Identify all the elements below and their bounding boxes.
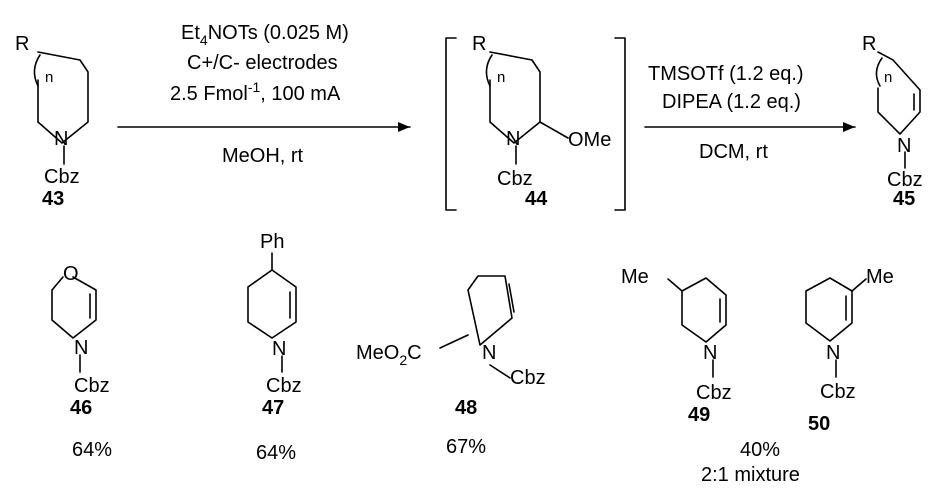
c-ome-bond-44 xyxy=(539,121,569,139)
compound-label-49: 49 xyxy=(688,404,710,426)
compound-49: Me N Cbz 49 xyxy=(621,266,732,426)
compound-48: MeO2C N Cbz 48 67% xyxy=(356,275,546,458)
cbz-49: Cbz xyxy=(696,382,732,404)
n-cbz-bond-48 xyxy=(489,364,511,379)
methyl-50: Me xyxy=(866,266,894,288)
n-subscript-43: n xyxy=(45,69,53,86)
left-square-bracket xyxy=(445,37,457,211)
ring-46 xyxy=(51,276,97,339)
compound-label-48: 48 xyxy=(455,397,477,419)
ring-45 xyxy=(877,51,921,135)
ring-50 xyxy=(805,277,853,342)
condition-dipea: DIPEA (1.2 eq.) xyxy=(662,91,801,113)
yield-46: 64% xyxy=(72,439,112,461)
n-subscript-44: n xyxy=(497,69,505,86)
yield-49-50: 40% xyxy=(740,439,780,461)
methyl-bond-49 xyxy=(667,278,683,292)
cbz-50: Cbz xyxy=(820,381,856,403)
compound-46: O N Cbz 46 64% xyxy=(51,263,112,461)
r-group-45: R xyxy=(862,33,876,55)
mixture-ratio: 2:1 mixture xyxy=(701,464,800,486)
phenyl-47: Ph xyxy=(260,231,284,253)
methoxy-44: OMe xyxy=(568,129,611,151)
cbz-48: Cbz xyxy=(510,367,546,389)
methyl-ester-48: MeO2C xyxy=(356,342,422,368)
nitrogen-45: N xyxy=(897,135,911,157)
cbz-45: Cbz xyxy=(887,169,923,191)
right-square-bracket xyxy=(614,37,626,211)
condition-solvent-2: DCM, rt xyxy=(699,141,768,163)
r-group-44: R xyxy=(472,33,486,55)
nitrogen-49: N xyxy=(703,342,717,364)
oxygen-46: O xyxy=(63,263,79,285)
compound-label-45: 45 xyxy=(893,188,915,210)
cbz-47: Cbz xyxy=(266,375,302,397)
compound-label-50: 50 xyxy=(808,413,830,435)
compound-43: R n N Cbz 43 xyxy=(15,33,89,210)
compound-label-43: 43 xyxy=(42,188,64,210)
bracket-43 xyxy=(33,54,41,87)
compound-47: Ph N Cbz 47 64% xyxy=(247,231,302,464)
compound-label-46: 46 xyxy=(70,397,92,419)
ring-48 xyxy=(467,275,513,346)
nitrogen-48: N xyxy=(482,342,496,364)
ester-bond-48 xyxy=(439,334,469,349)
methyl-bond-50 xyxy=(851,278,867,292)
compound-label-47: 47 xyxy=(262,397,284,419)
compound-label-44: 44 xyxy=(525,188,548,210)
condition-tmsotf: TMSOTf (1.2 eq.) xyxy=(648,63,804,85)
reaction-arrow-2 xyxy=(644,122,856,132)
cbz-44: Cbz xyxy=(497,168,533,190)
condition-current: 2.5 Fmol-1, 100 mA xyxy=(170,79,341,105)
nitrogen-43: N xyxy=(54,128,68,150)
nitrogen-44: N xyxy=(506,128,520,150)
cbz-43: Cbz xyxy=(44,166,80,188)
yield-48: 67% xyxy=(446,436,486,458)
condition-solvent-1: MeOH, rt xyxy=(222,145,304,167)
reaction-arrow-1 xyxy=(117,122,411,132)
n-subscript-45: n xyxy=(884,69,892,86)
methyl-49: Me xyxy=(621,266,649,288)
cbz-46: Cbz xyxy=(74,375,110,397)
bracket-44 xyxy=(485,54,493,87)
yield-47: 64% xyxy=(256,442,296,464)
nitrogen-47: N xyxy=(272,338,286,360)
compound-45: R n N Cbz 45 xyxy=(862,33,923,210)
ring-43 xyxy=(37,51,89,144)
ring-49 xyxy=(681,277,727,343)
compound-50: Me N Cbz 50 xyxy=(805,266,894,435)
bracket-45 xyxy=(875,57,883,87)
compound-44: R n N OMe Cbz 44 xyxy=(445,33,626,211)
nitrogen-50: N xyxy=(826,342,840,364)
condition-electrodes: C+/C- electrodes xyxy=(187,52,338,74)
condition-electrolyte: Et4NOTs (0.025 M) xyxy=(181,22,349,48)
ring-47 xyxy=(247,269,297,339)
r-group-43: R xyxy=(15,33,29,55)
double-bond-48 xyxy=(508,283,515,313)
nitrogen-46: N xyxy=(74,337,88,359)
